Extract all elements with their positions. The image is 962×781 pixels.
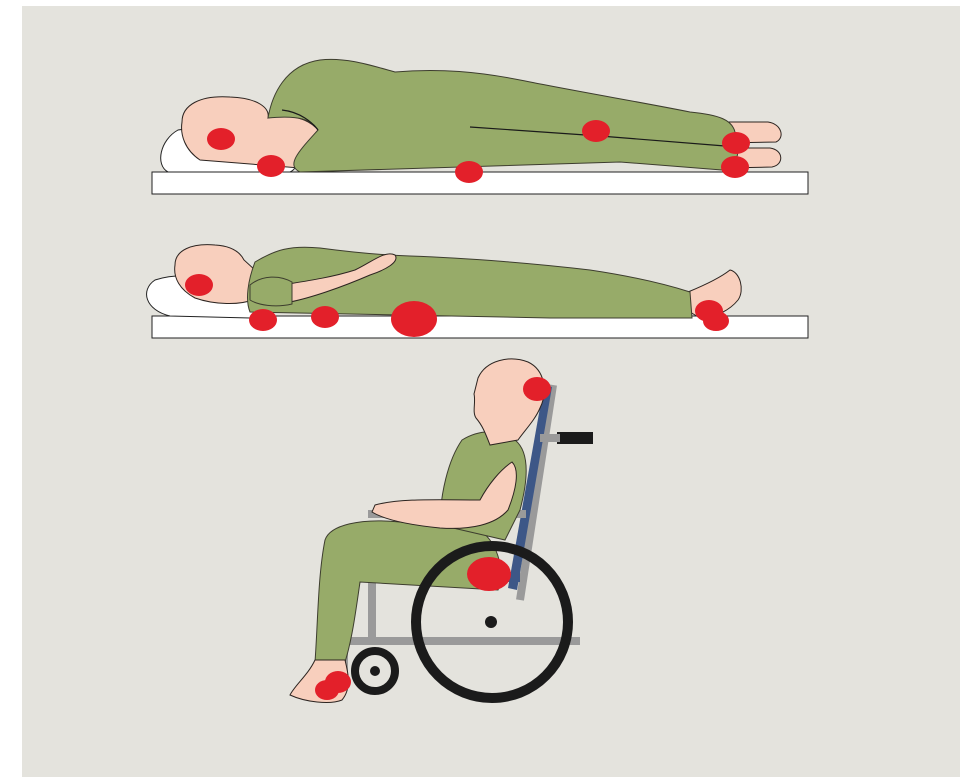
pressure-ulcer-diagram <box>22 6 960 777</box>
pressure-point <box>185 274 213 296</box>
pressure-point <box>582 120 610 142</box>
pressure-point <box>249 309 277 331</box>
frame-vertical <box>368 580 376 642</box>
push-handle <box>557 432 593 444</box>
pressure-point <box>467 557 511 591</box>
frame-bottom <box>350 637 580 645</box>
caster-hub <box>370 666 380 676</box>
pressure-point <box>391 301 437 337</box>
diagram-canvas <box>22 6 960 777</box>
pressure-point <box>315 680 339 700</box>
pressure-point <box>722 132 750 154</box>
push-handle-stem <box>540 434 560 442</box>
large-wheel-hub <box>485 616 497 628</box>
pressure-point <box>257 155 285 177</box>
pressure-point <box>311 306 339 328</box>
pressure-point <box>703 311 729 331</box>
pressure-point <box>455 161 483 183</box>
pressure-point <box>721 156 749 178</box>
pressure-point <box>207 128 235 150</box>
sleeve-2 <box>250 277 292 306</box>
pressure-point <box>523 377 551 401</box>
